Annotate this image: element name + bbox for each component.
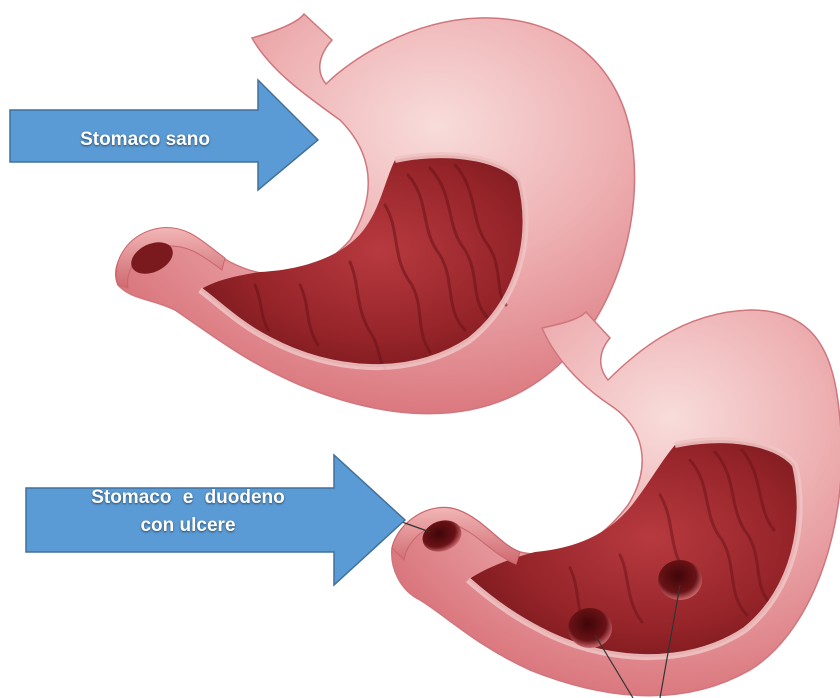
ulcer-label-arrow	[26, 455, 405, 585]
gastric-ulcer	[568, 608, 612, 648]
healthy-label-arrow	[10, 80, 318, 190]
gastric-ulcer	[658, 560, 702, 600]
